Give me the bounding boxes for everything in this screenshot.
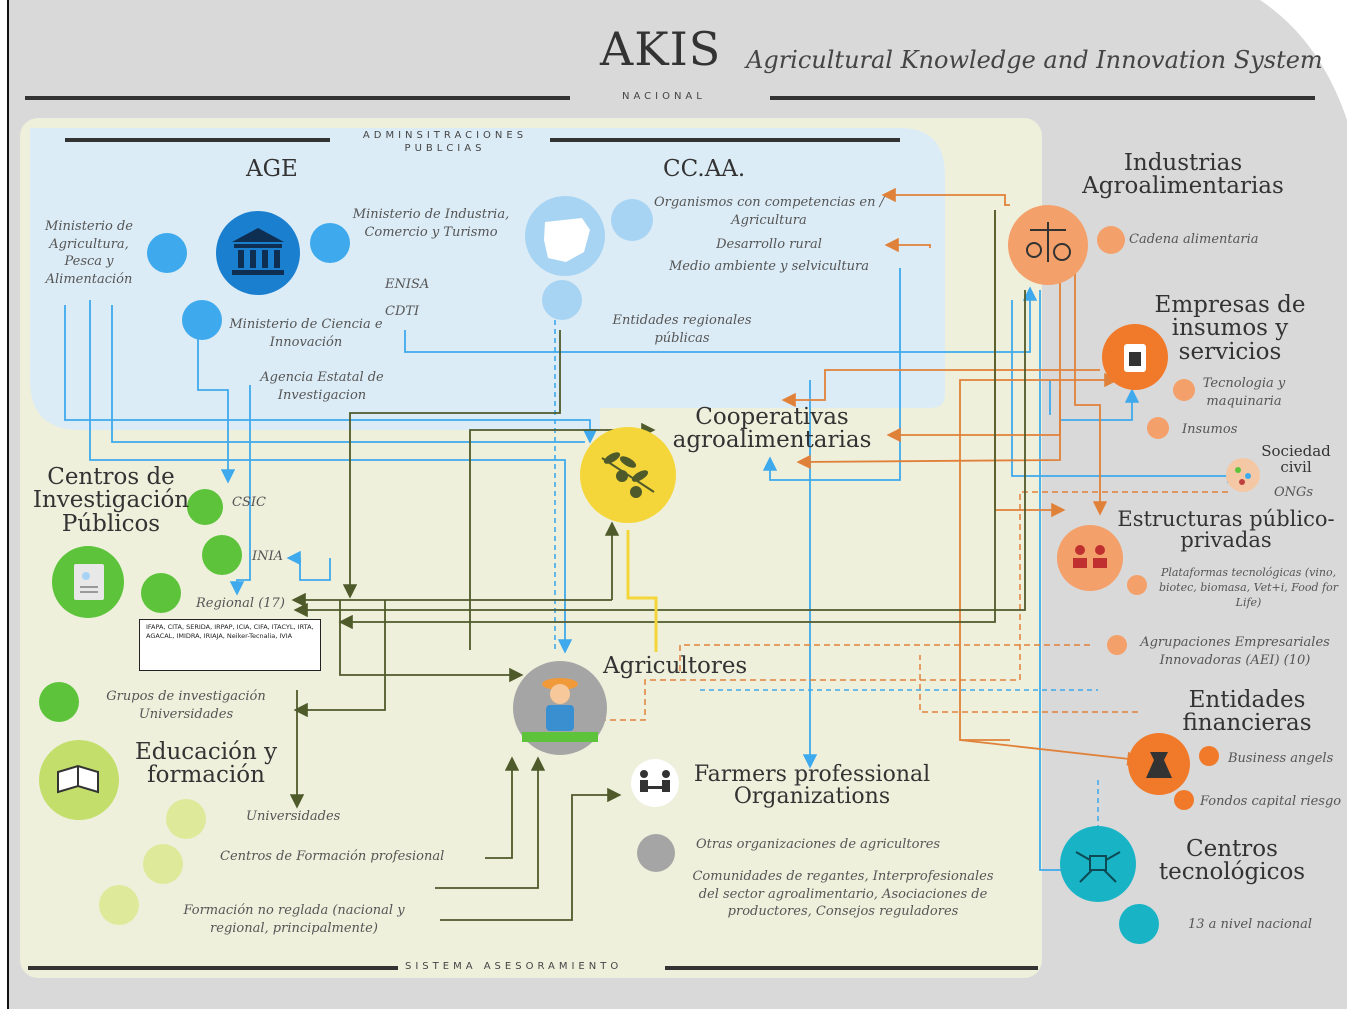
dot-fp xyxy=(143,844,183,884)
ministerio-agricultura-label: Ministerio de Agricultura, Pesca y Alime… xyxy=(45,219,133,287)
dot-organismos xyxy=(611,199,653,241)
comunidades-label: Comunidades de regantes, Interprofesiona… xyxy=(692,869,994,920)
dot-universidades xyxy=(166,799,206,839)
scale-icon xyxy=(1026,222,1071,262)
dot-no-reglada xyxy=(99,885,139,925)
age-icon-circle xyxy=(216,211,300,295)
dot-agrupaciones xyxy=(1107,635,1127,655)
desarrollo-label: Desarrollo rural xyxy=(716,237,822,252)
network-icon xyxy=(1075,851,1121,883)
sociedad-icon-circle xyxy=(1226,458,1260,492)
sociedad-heading: Sociedad civil xyxy=(1261,442,1331,476)
financieras-heading: Entidades financieras xyxy=(1182,687,1312,737)
dot-cadena xyxy=(1097,226,1125,254)
entidades-regionales-label: Entidades regionales públicas xyxy=(612,313,752,346)
meeting-icon xyxy=(640,770,670,792)
dot-entidades-regionales xyxy=(542,280,582,320)
book-icon xyxy=(57,764,99,794)
dot-business-angels xyxy=(1199,746,1219,766)
public-admin-panel xyxy=(30,128,945,430)
dot-insumos xyxy=(1147,417,1169,439)
dot-otras-organizaciones xyxy=(637,834,675,872)
tecnologicos-heading: Centros tecnológicos xyxy=(1158,836,1306,886)
dot-regional xyxy=(141,573,181,613)
fp-label: Centros de Formación profesional xyxy=(220,849,445,864)
tecnologia-label: Tecnologia y maquinaria xyxy=(1202,376,1286,409)
centros-investigacion-heading: Centros de Investigación Públicos xyxy=(32,464,190,537)
centros-tecnologicos-label: 13 a nivel nacional xyxy=(1188,917,1313,932)
money-bag-icon xyxy=(1146,752,1172,778)
tecnologicos-icon-circle xyxy=(1060,826,1136,902)
dot-inia xyxy=(202,535,242,575)
agencia-label: Agencia Estatal de Investigacion xyxy=(260,370,384,403)
dot-plataformas xyxy=(1127,575,1147,595)
dot-grupos-investigacion xyxy=(39,682,79,722)
section-administraciones: ADMINSITRACIONES PUBLCIAS xyxy=(362,130,528,154)
otras-organizaciones-label: Otras organizaciones de agricultores xyxy=(696,837,941,852)
empresas-heading: Empresas de insumos y servicios xyxy=(1154,292,1306,365)
organismos-label: Organismos con competencias en / Agricul… xyxy=(653,195,885,228)
scope-label: NACIONAL xyxy=(622,91,706,102)
enisa-label: ENISA xyxy=(385,277,430,292)
csic-label: CSIC xyxy=(232,495,266,510)
no-reglada-label: Formación no reglada (nacional y regiona… xyxy=(183,903,405,936)
grupos-investigacion-label: Grupos de investigación Universidades xyxy=(106,689,266,722)
government-building-icon xyxy=(232,228,284,275)
jar-icon xyxy=(1124,344,1146,372)
agricultores-heading: Agricultores xyxy=(603,653,748,679)
business-angels-label: Business angels xyxy=(1228,751,1334,766)
age-heading: AGE xyxy=(246,156,298,182)
plataformas-label: Plataformas tecnológicas (vino, biotec, … xyxy=(1159,566,1338,609)
page-subtitle: Agricultural Knowledge and Innovation Sy… xyxy=(746,46,1323,74)
agrupaciones-label: Agrupaciones Empresariales Innovadoras (… xyxy=(1140,635,1330,668)
farmers-icon-circle xyxy=(631,759,679,807)
regional-centers-box: IFAPA, CITA, SERIDA, IRPAP, ICIA, CIFA, … xyxy=(139,619,321,671)
people-icon xyxy=(1235,467,1251,485)
spain-map-icon xyxy=(544,218,590,262)
document-icon xyxy=(74,564,104,600)
educacion-heading: Educación y formación xyxy=(134,739,278,789)
cooperativas-heading: Cooperativas agroalimentarias xyxy=(672,404,872,454)
dot-ministerio-ciencia xyxy=(182,300,222,340)
insumos-label: Insumos xyxy=(1182,422,1238,437)
section-asesoramiento: SISTEMA ASESORAMIENTO xyxy=(405,961,623,972)
cdti-label: CDTI xyxy=(385,304,420,319)
inia-label: INIA xyxy=(252,549,284,564)
ministerio-ciencia-label: Ministerio de Ciencia e Innovación xyxy=(229,317,383,350)
estructuras-icon-circle xyxy=(1057,525,1123,591)
olive-branch-icon xyxy=(601,452,655,498)
industrias-heading: Industrias Agroalimentarias xyxy=(1082,150,1284,200)
corner-cutout xyxy=(1260,0,1347,120)
partners-icon xyxy=(1073,545,1107,568)
dot-ministerio-industria xyxy=(310,223,350,263)
ministerio-industria-label: Ministerio de Industria, Comercio y Turi… xyxy=(352,207,510,240)
dot-fondos xyxy=(1174,790,1194,810)
universidades-label: Universidades xyxy=(246,809,341,824)
estructuras-heading: Estructuras público-privadas xyxy=(1117,507,1335,553)
cadena-label: Cadena alimentaria xyxy=(1129,232,1259,247)
regional-label: Regional (17) xyxy=(196,596,285,611)
page-title: AKIS xyxy=(600,22,722,76)
dot-csic xyxy=(187,489,223,525)
dot-centros-tecnologicos xyxy=(1119,904,1159,944)
dot-tecnologia xyxy=(1173,379,1195,401)
farmers-heading: Farmers professional Organizations xyxy=(693,762,931,810)
ccaa-heading: CC.AA. xyxy=(663,156,746,182)
fondos-label: Fondos capital riesgo xyxy=(1200,794,1342,809)
farmer-icon xyxy=(522,678,598,742)
medio-label: Medio ambiente y selvicultura xyxy=(669,259,869,274)
ongs-label: ONGs xyxy=(1274,485,1314,500)
dot-ministerio-agricultura xyxy=(147,233,187,273)
